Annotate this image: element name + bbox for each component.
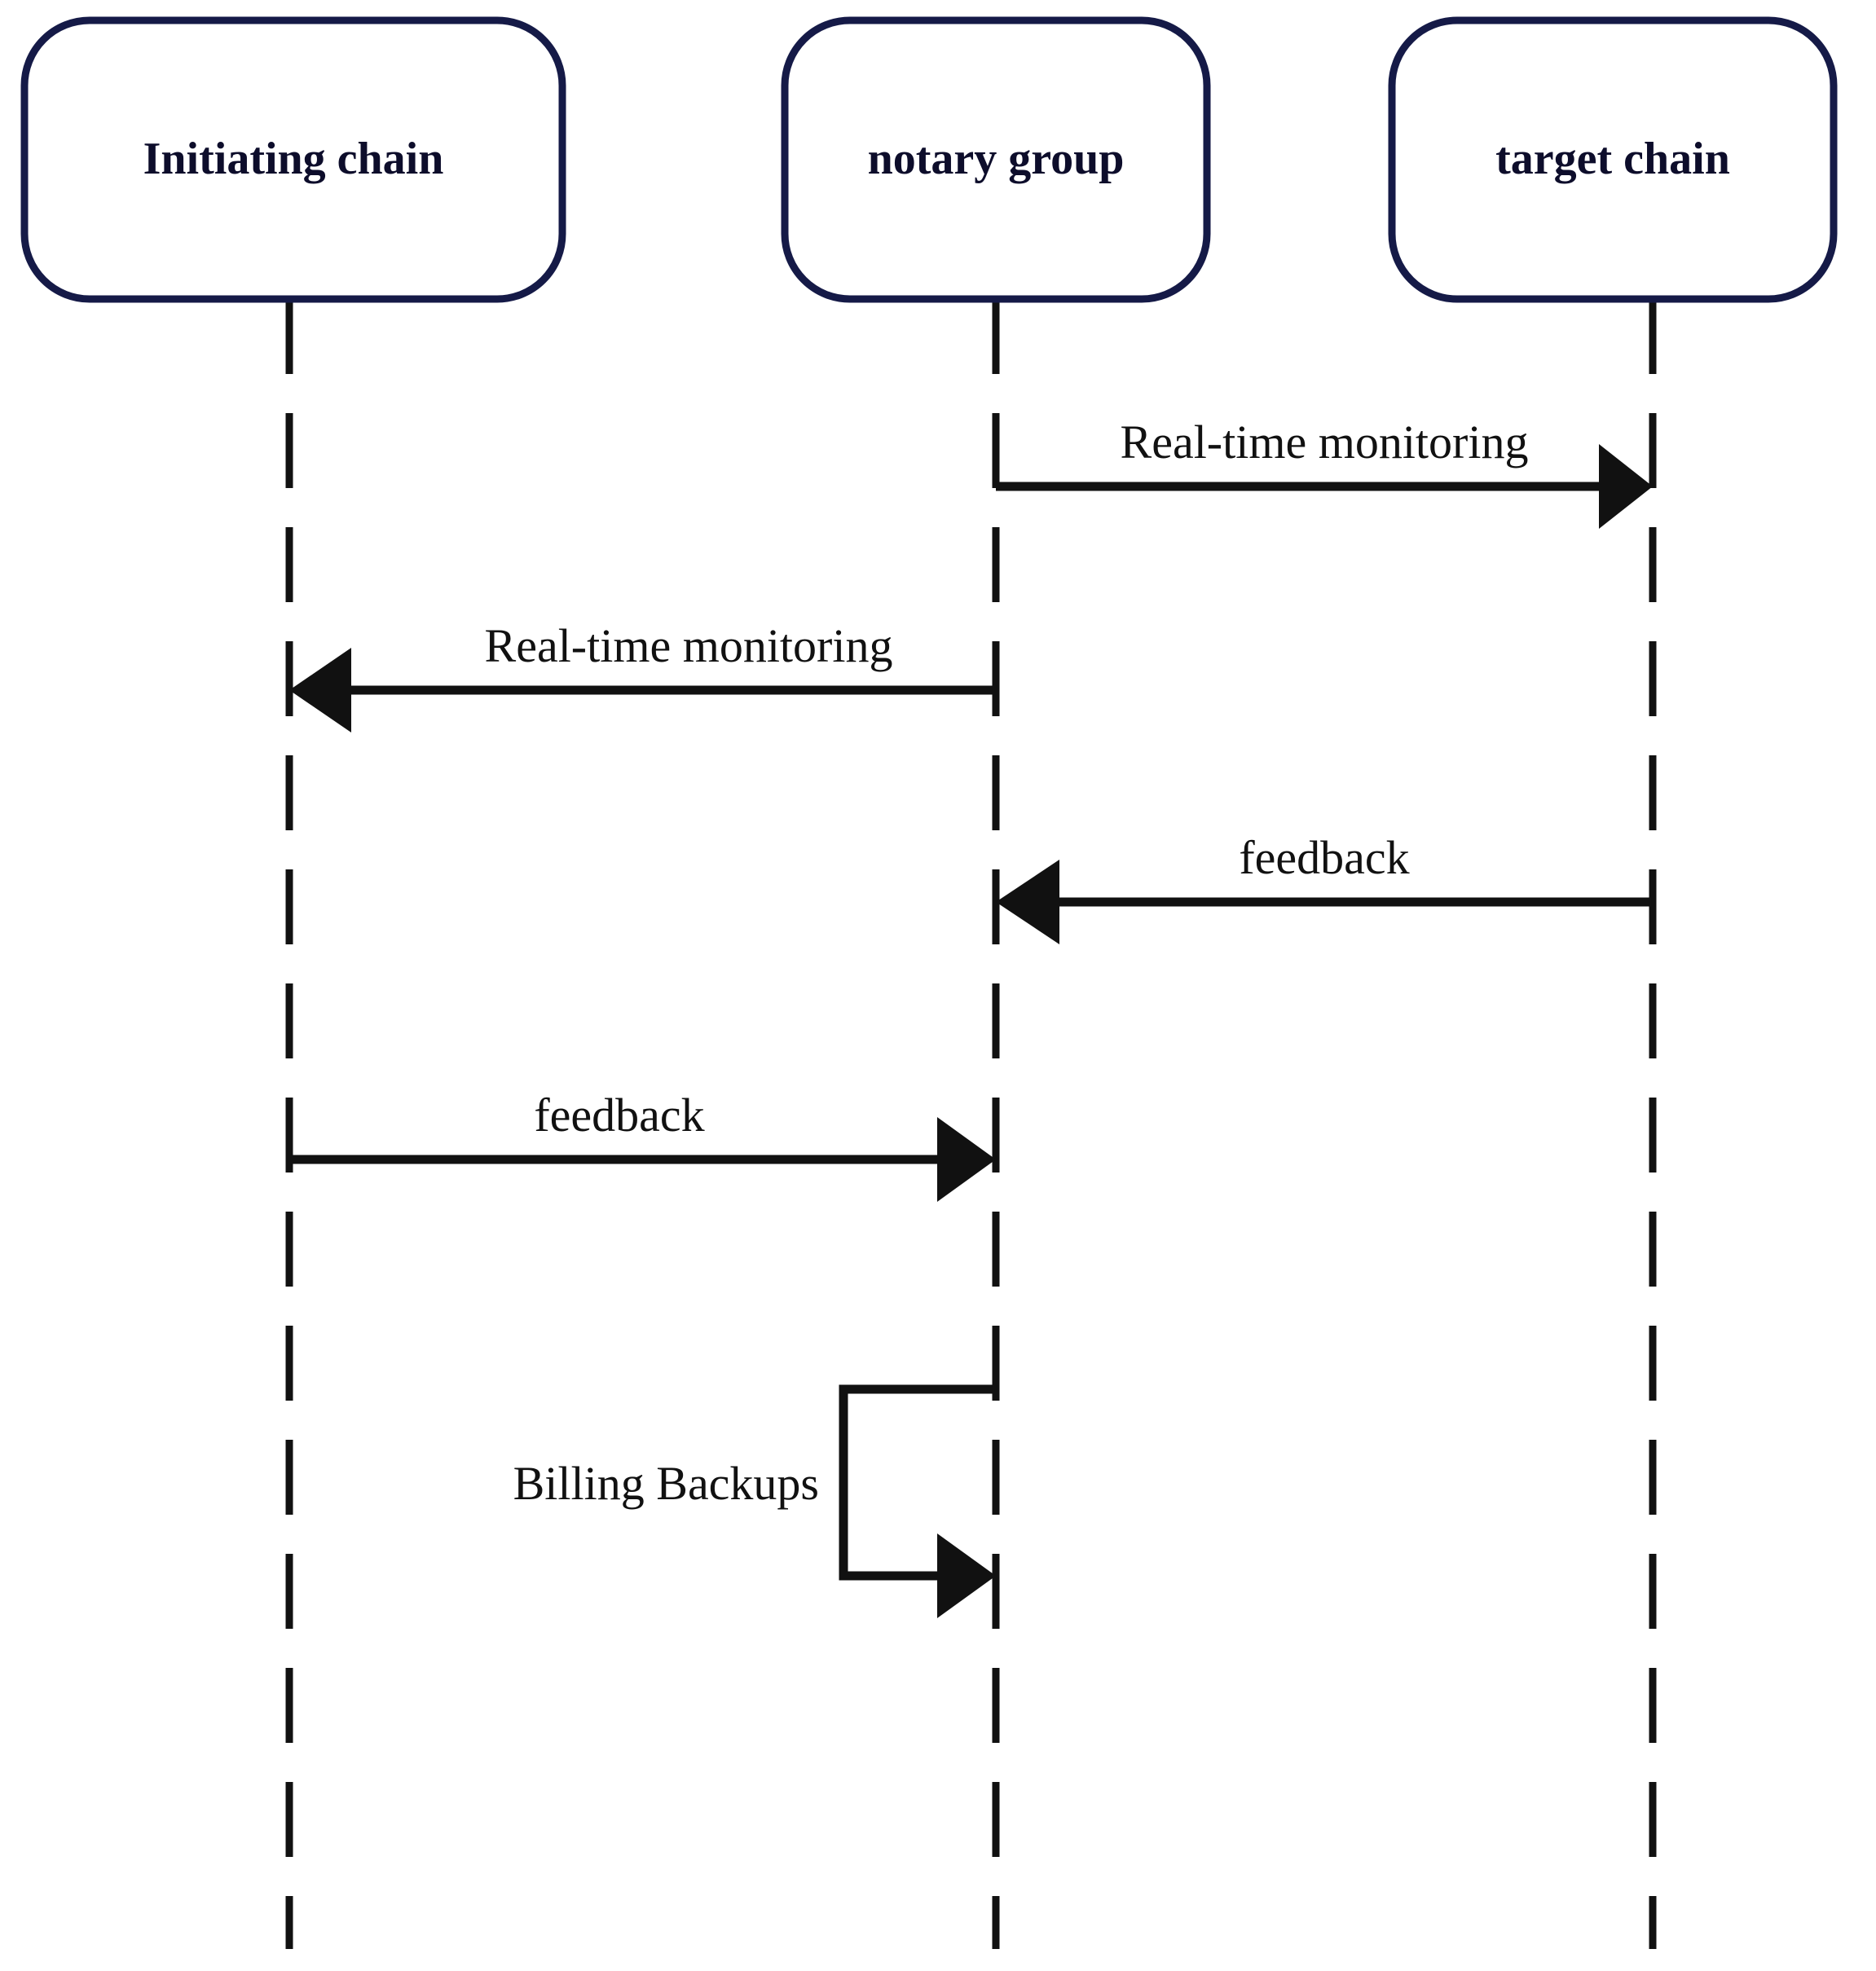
participant-label-target-chain: target chain [1495,134,1730,184]
message-label-4: feedback [534,1089,704,1142]
message-feedback-to-notary[interactable]: feedback [996,831,1653,944]
arrowhead-left-3 [996,860,1059,944]
message-feedback-to-notary-from-initiating[interactable]: feedback [289,1089,996,1202]
lifelines-group [285,299,1657,1949]
arrowhead-right-5 [937,1533,996,1618]
participant-box-target-chain[interactable] [1388,16,1838,303]
arrowhead-right-4 [937,1117,996,1202]
participant-label-initiating-chain: Initiating chain [143,134,444,184]
participant-notary-group[interactable]: notary group [781,16,1211,303]
message-label-3: feedback [1239,831,1409,884]
participant-target-chain[interactable]: target chain [1388,16,1838,303]
message-label-1: Real-time monitoring [1121,416,1529,469]
arrowhead-left-2 [289,648,351,733]
message-real-time-monitoring-to-target[interactable]: Real-time monitoring [996,416,1653,529]
message-label-2: Real-time monitoring [485,619,893,672]
participant-label-notary-group: notary group [868,134,1125,184]
participant-box-notary-group[interactable] [781,16,1211,303]
message-real-time-monitoring-to-initiating[interactable]: Real-time monitoring [289,619,996,733]
participant-initiating-chain[interactable]: Initiating chain [20,16,566,303]
self-message-path-5 [839,1384,996,1581]
self-message-billing-backups[interactable]: Billing Backups [513,1384,996,1618]
arrowhead-right-1 [1599,444,1653,529]
participant-box-initiating-chain[interactable] [20,16,566,303]
self-message-label-5: Billing Backups [513,1457,819,1510]
